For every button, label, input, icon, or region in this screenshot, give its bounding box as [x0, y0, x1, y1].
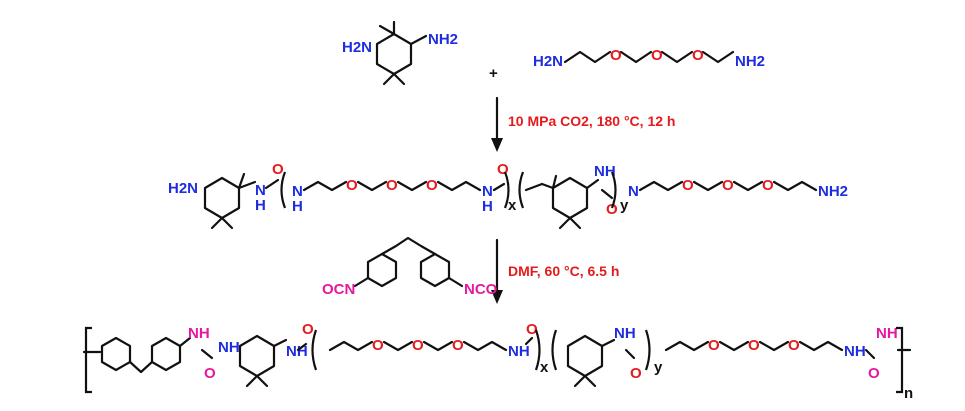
- product-carbonyl-2: O: [302, 321, 314, 338]
- product-nh-6: NH: [844, 343, 866, 360]
- intermediate-oxygen-4: O: [682, 177, 694, 194]
- product-oxygen-6: O: [788, 337, 800, 354]
- product-nh-5: NH: [614, 325, 636, 342]
- product-oxygen-5: O: [748, 337, 760, 354]
- intermediate-oxygen-2: O: [386, 177, 398, 194]
- urea-n-3: N: [482, 183, 493, 200]
- product-nh-4: NH: [508, 343, 530, 360]
- polyether-amine-right: NH2: [735, 53, 765, 70]
- step2-conditions: DMF, 60 °C, 6.5 h: [508, 263, 619, 279]
- product-carbonyl-5: O: [868, 365, 880, 382]
- intermediate-oxygen-6: O: [762, 177, 774, 194]
- ether-oxygen-1: O: [610, 47, 622, 64]
- polyether-diamine: H2N O O O NH2: [533, 47, 765, 70]
- product-oxygen-2: O: [412, 337, 424, 354]
- product-subscript-n: n: [904, 385, 913, 402]
- product-polyurea: NH O NH NH O O O O NH O x NH O y O O O N…: [82, 321, 913, 402]
- product-oxygen-4: O: [708, 337, 720, 354]
- urea-n: N: [255, 182, 266, 199]
- reaction-arrow-1: 10 MPa CO2, 180 °C, 12 h: [491, 96, 675, 152]
- intermediate-polyurea: H2N N H O N H O O O N H O x NH O y N O O…: [168, 161, 848, 230]
- isocyanate-right: NCO: [464, 281, 498, 298]
- polyether-amine-left: H2N: [533, 53, 563, 70]
- intermediate-oxygen-1: O: [346, 177, 358, 194]
- product-subscript-x: x: [540, 359, 549, 376]
- mdi-reagent: OCN NCO: [322, 236, 498, 298]
- product-nh-7: NH: [876, 325, 898, 342]
- urea-n-2: N: [292, 183, 303, 200]
- amine-label-left: H2N: [342, 39, 372, 56]
- subscript-x: x: [508, 197, 517, 214]
- intermediate-oxygen-5: O: [722, 177, 734, 194]
- intermediate-end-right: NH2: [818, 183, 848, 200]
- intermediate-end-left: H2N: [168, 180, 198, 197]
- urea-nh-4: NH: [594, 163, 616, 180]
- urea-h-2: H: [292, 198, 303, 215]
- product-carbonyl-3: O: [526, 321, 538, 338]
- step1-conditions: 10 MPa CO2, 180 °C, 12 h: [508, 113, 675, 129]
- plus-sign: +: [489, 65, 498, 82]
- carbonyl-oxygen-1: O: [272, 161, 284, 178]
- product-subscript-y: y: [654, 359, 663, 376]
- carbonyl-oxygen-3: O: [606, 201, 618, 218]
- product-nh-2: NH: [218, 339, 240, 356]
- ether-oxygen-2: O: [651, 47, 663, 64]
- product-oxygen-3: O: [452, 337, 464, 354]
- urea-h-3: H: [482, 198, 493, 215]
- amine-label-right: NH2: [428, 31, 458, 48]
- subscript-y: y: [620, 197, 629, 214]
- product-carbonyl-4: O: [630, 365, 642, 382]
- product-carbonyl-1: O: [204, 365, 216, 382]
- ether-oxygen-3: O: [692, 47, 704, 64]
- urea-n-5: N: [628, 183, 639, 200]
- reaction-arrow-2: DMF, 60 °C, 6.5 h: [491, 238, 619, 304]
- isophorone-diamine: H2N NH2: [342, 20, 458, 86]
- product-nh-1: NH: [188, 325, 210, 342]
- urea-h: H: [255, 197, 266, 214]
- product-oxygen-1: O: [372, 337, 384, 354]
- intermediate-oxygen-3: O: [426, 177, 438, 194]
- isocyanate-left: OCN: [322, 281, 355, 298]
